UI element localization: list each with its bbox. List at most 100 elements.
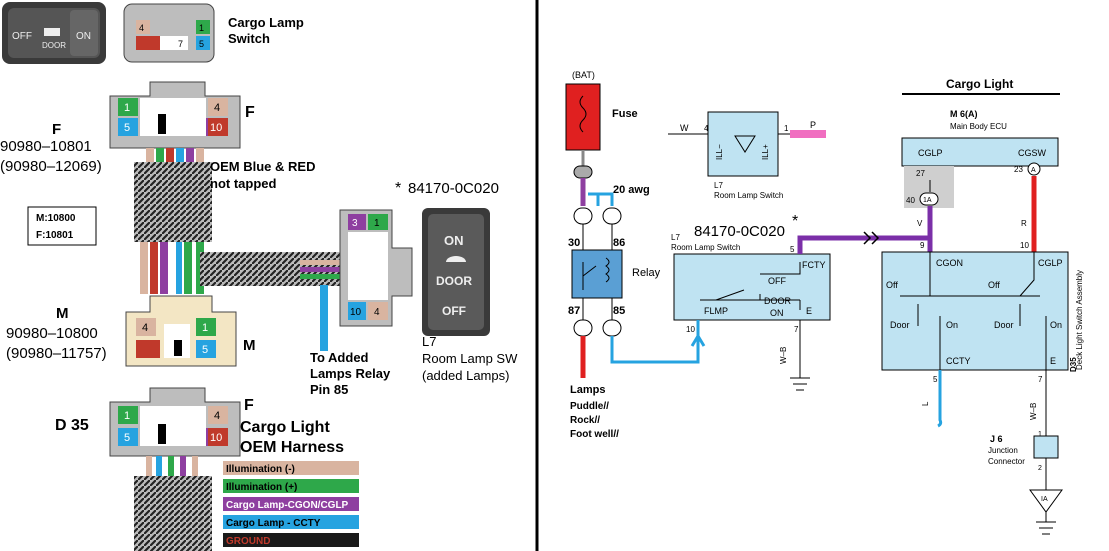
mf-box [27, 206, 97, 246]
a1-mark: 1A [923, 197, 932, 204]
lamp-rock: Rock// [570, 415, 600, 426]
mf-box-f: F:10801 [36, 230, 74, 241]
lamp-puddle: Puddle// [570, 401, 609, 412]
off-b-label: Off [988, 280, 1000, 290]
cargo-lamp-switch-title: Cargo Lamp [228, 15, 304, 30]
switch-off-label: OFF [12, 31, 32, 42]
cgon-label: CGON [936, 258, 963, 268]
ccty-label: CCTY [946, 356, 971, 366]
ground-ia-symbol [1029, 489, 1063, 513]
relay-pin-87: 87 [568, 305, 580, 317]
m-part-number-alt: (90980–11757) [6, 345, 107, 362]
f-part-number: 90980–10801 [0, 138, 92, 155]
wb-label: W–B [779, 347, 788, 364]
pin-2-j6: 2 [1038, 465, 1042, 472]
wire-bundle-top [134, 148, 348, 351]
l7-mid-name: Room Lamp Switch [671, 243, 740, 252]
connector-a-marker [1027, 162, 1041, 176]
m6-label: M 6(A) [950, 109, 978, 119]
wire-blue [588, 192, 614, 206]
legend-swatch [223, 515, 359, 529]
wire-pink [790, 130, 826, 138]
wire-w-label: W [680, 123, 689, 133]
connector [602, 207, 622, 225]
cargo-lamp-switch-connector: 4 1 7 5 [123, 3, 215, 63]
fuse-element [579, 95, 587, 133]
pin-label: 5 [202, 344, 208, 356]
junction-label: Junction [988, 446, 1018, 455]
pin-label: 4 [214, 410, 220, 422]
relay-pin-30: 30 [568, 237, 580, 249]
wire-legend: Illumination (-) Illumination (+) Cargo … [223, 461, 359, 547]
relay-pin-86: 86 [613, 237, 625, 249]
relay [571, 249, 623, 299]
fuse [565, 83, 601, 151]
truck-icon [44, 28, 60, 36]
wire-blue-ccty [937, 370, 943, 428]
ill-plus-label: ILL+ [761, 144, 770, 160]
pin-label: 4 [142, 322, 148, 334]
relay-label: Relay [632, 267, 661, 279]
pin-10-label: 10 [686, 325, 695, 334]
pin-label: 3 [352, 218, 358, 229]
f-connector-bottom-label: F [244, 397, 254, 414]
pin-23-label: 23 [1014, 165, 1023, 174]
relay-pin-85: 85 [613, 305, 625, 317]
legend-swatch [223, 479, 359, 493]
legend-label: Illumination (+) [226, 482, 297, 493]
pin-label: 9 [195, 122, 201, 134]
lamps-label: Lamps [570, 384, 605, 396]
off-a-label: Off [886, 280, 898, 290]
deck-switch-label: Deck Light Switch Assembly [1075, 270, 1084, 370]
d35-right-label: D35 [1069, 357, 1078, 372]
f-connector-top: 1 5 4 9 10 [109, 81, 241, 149]
cglp-label: CGLP [918, 148, 943, 158]
l7-note-1: L7 [422, 334, 436, 349]
pin-label: 4 [374, 307, 380, 318]
pin-label: 7 [178, 39, 183, 49]
pin-10b-label: 10 [1020, 241, 1029, 250]
pin-label: 10 [210, 432, 222, 444]
awg-label: 20 awg [613, 184, 650, 196]
l7-top-name: Room Lamp Switch [714, 191, 783, 200]
pin-label: 4 [139, 23, 144, 33]
pin-label: 1 [199, 23, 204, 33]
door-b-label: Door [994, 320, 1014, 330]
l7-note-2: Room Lamp SW [422, 351, 518, 366]
pin-label: 5 [199, 39, 204, 49]
main-body-ecu [901, 137, 1059, 167]
lamp-footwell: Foot well// [570, 429, 619, 440]
on-a-label: On [946, 320, 958, 330]
switch-contacts [900, 252, 1047, 370]
legend-label: GROUND [226, 536, 270, 547]
pin-7-label: 7 [794, 325, 799, 334]
cargo-lamp-switch-title-2: Switch [228, 31, 270, 46]
pin-5-label: 5 [790, 245, 795, 254]
room-lamp-switch-top [707, 111, 779, 177]
harness-title-1: Cargo Light [240, 419, 330, 436]
left-part-number: 84170-0C020 [408, 180, 499, 197]
led-icon [734, 135, 756, 153]
ia-label: IA [1041, 496, 1048, 503]
f-label: F [52, 121, 61, 138]
cargo-light-title: Cargo Light [946, 77, 1013, 91]
sw2-door-label: DOOR [436, 274, 472, 288]
connector [573, 207, 593, 225]
m-connector: 4 1 5 [125, 295, 237, 367]
l7-top-id: L7 [714, 181, 723, 190]
connector [602, 319, 622, 337]
sw2-off-label: OFF [442, 304, 466, 318]
deck-light-switch [881, 251, 1069, 371]
flmp-label: FLMP [704, 306, 728, 316]
m-label: M [56, 305, 69, 322]
legend-label: Cargo Lamp - CCTY [226, 518, 321, 529]
fcty-label: FCTY [802, 260, 826, 270]
right-star-mark: * [792, 213, 798, 230]
e-label: E [806, 306, 812, 316]
pin-7b-label: 7 [1038, 375, 1043, 384]
wire-p-label: P [810, 120, 816, 130]
ground-symbol [1036, 521, 1056, 535]
off-label: OFF [768, 276, 786, 286]
wire-blue [610, 336, 700, 364]
